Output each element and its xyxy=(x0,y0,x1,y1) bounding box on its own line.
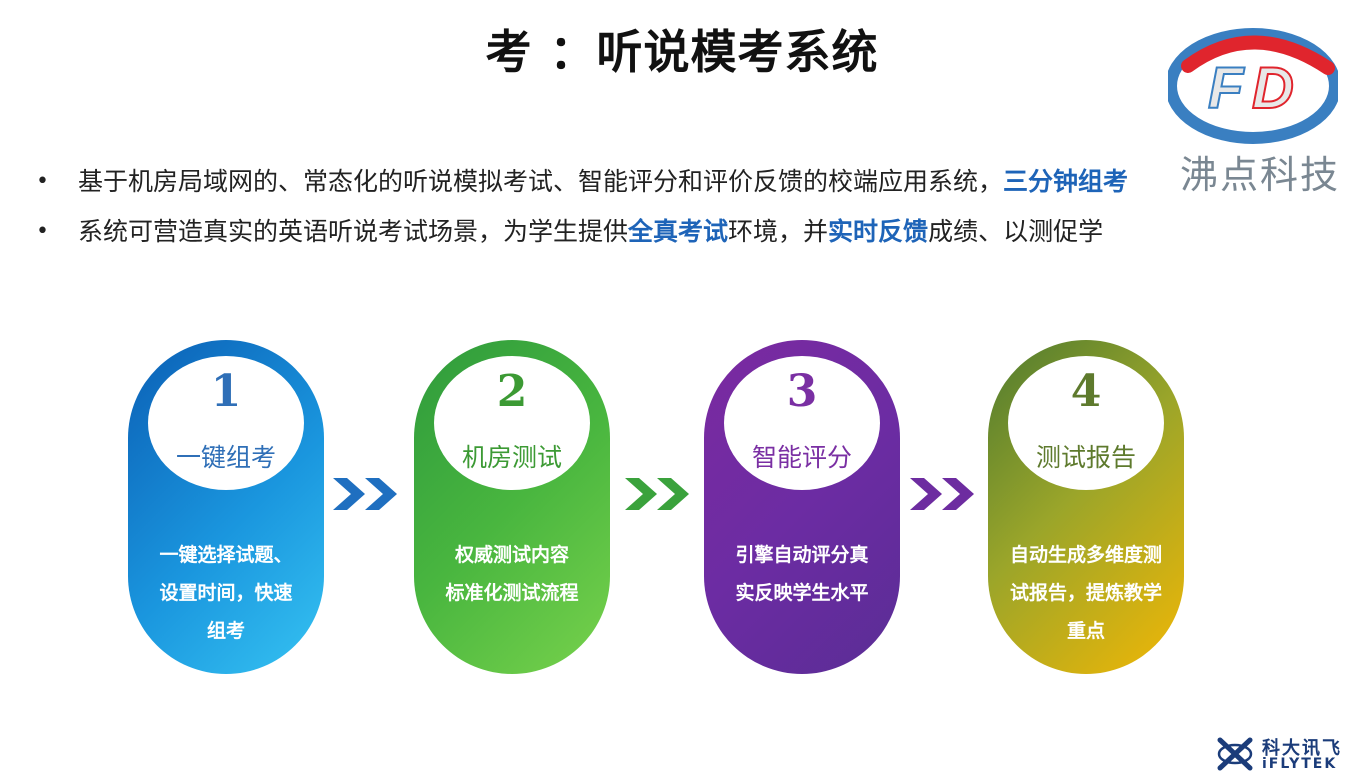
step-name: 机房测试 xyxy=(461,443,562,472)
bullet-text-part: 环境，并 xyxy=(728,217,829,246)
iflytek-en-label: iFLYTEK xyxy=(1262,756,1338,772)
step-desc-line: 权威测试内容 xyxy=(454,544,569,566)
step-number: 1 xyxy=(210,366,242,417)
step-desc-line: 一键选择试题、 xyxy=(159,544,293,566)
double-chevron-right-icon xyxy=(625,478,689,510)
step-desc-line: 组考 xyxy=(206,620,245,642)
double-chevron-right-icon xyxy=(910,478,974,510)
step-oval: 1 一键组考 xyxy=(148,356,304,490)
step-desc-line: 引擎自动评分真 xyxy=(735,544,869,566)
step-desc-line: 设置时间，快速 xyxy=(159,582,293,604)
step-description: 引擎自动评分真 实反映学生水平 xyxy=(722,536,882,612)
svg-text:F: F xyxy=(1208,56,1245,121)
step-description: 自动生成多维度测 试报告，提炼教学 重点 xyxy=(1006,536,1166,650)
bullet-highlight: 全真考试 xyxy=(628,217,729,246)
step-name: 智能评分 xyxy=(751,443,852,472)
step-oval: 2 机房测试 xyxy=(434,356,590,490)
bullet-dot: • xyxy=(36,219,49,244)
step-desc-line: 自动生成多维度测 xyxy=(1009,544,1162,566)
step-desc-line: 实反映学生水平 xyxy=(735,582,869,604)
bullet-highlight: 三分钟组考 xyxy=(1003,167,1129,196)
step-desc-line: 标准化测试流程 xyxy=(445,582,579,604)
step-oval: 4 测试报告 xyxy=(1008,356,1164,490)
step-name: 测试报告 xyxy=(1035,443,1136,472)
step-name: 一键组考 xyxy=(175,443,276,472)
bullet-text: 系统可营造真实的英语听说考试场景，为学生提供全真考试环境，并实时反馈成绩、以测促… xyxy=(78,212,1103,252)
bullet-highlight: 实时反馈 xyxy=(828,217,929,246)
step-card-3: 3 智能评分 引擎自动评分真 实反映学生水平 xyxy=(704,340,900,674)
step-card-4: 4 测试报告 自动生成多维度测 试报告，提炼教学 重点 xyxy=(988,340,1184,674)
step-card-2: 2 机房测试 权威测试内容 标准化测试流程 xyxy=(414,340,610,674)
iflytek-logo: 科大讯飞 iFLYTEK xyxy=(1214,734,1358,774)
logo-text: 沸点科技 xyxy=(1180,153,1341,197)
step-number: 4 xyxy=(1070,366,1102,417)
step-desc-line: 重点 xyxy=(1066,620,1105,642)
step-description: 权威测试内容 标准化测试流程 xyxy=(432,536,592,612)
bullet-item: • 基于机房局域网的、常态化的听说模拟考试、智能评分和评价反馈的校端应用系统，三… xyxy=(36,162,1316,212)
step-description: 一键选择试题、 设置时间，快速 组考 xyxy=(146,536,306,650)
page-title: 考 ：听说模考系统 xyxy=(485,25,879,79)
iflytek-cn-label: 科大讯飞 xyxy=(1262,738,1342,759)
iflytek-mark-icon xyxy=(1217,737,1253,771)
company-logo: F D 沸点科技 xyxy=(1168,28,1344,197)
step-desc-line: 试报告，提炼教学 xyxy=(1009,582,1162,604)
step-number: 2 xyxy=(496,366,528,417)
bullet-text-part: 成绩、以测促学 xyxy=(928,217,1104,246)
svg-text:D: D xyxy=(1252,56,1294,121)
bullet-list: • 基于机房局域网的、常态化的听说模拟考试、智能评分和评价反馈的校端应用系统，三… xyxy=(36,162,1316,262)
double-chevron-right-icon xyxy=(333,478,397,510)
fd-logo-icon: F D xyxy=(1168,28,1338,144)
bullet-item: • 系统可营造真实的英语听说考试场景，为学生提供全真考试环境，并实时反馈成绩、以… xyxy=(36,212,1316,262)
step-number: 3 xyxy=(786,366,818,417)
bullet-text-part: 系统可营造真实的英语听说考试场景，为学生提供 xyxy=(78,217,629,246)
step-card-1: 1 一键组考 一键选择试题、 设置时间，快速 组考 xyxy=(128,340,324,674)
bullet-dot: • xyxy=(36,169,49,194)
bullet-text: 基于机房局域网的、常态化的听说模拟考试、智能评分和评价反馈的校端应用系统，三分钟… xyxy=(78,162,1128,202)
step-oval: 3 智能评分 xyxy=(724,356,880,490)
bullet-text-part: 基于机房局域网的、常态化的听说模拟考试、智能评分和评价反馈的校端应用系统， xyxy=(78,167,1004,196)
